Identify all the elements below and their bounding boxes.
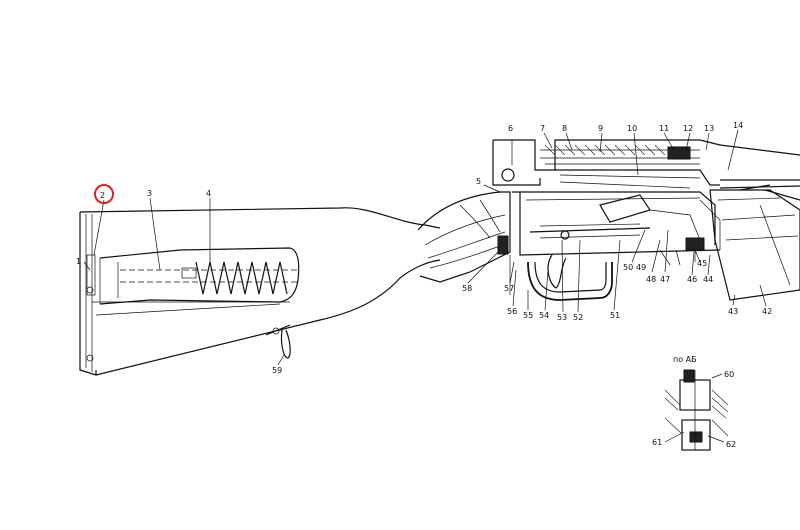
label-9: 9 <box>598 124 603 133</box>
stock-wrist <box>417 191 511 283</box>
label-42: 42 <box>762 307 772 316</box>
label-14: 14 <box>733 121 743 130</box>
label-60: 60 <box>724 370 734 379</box>
label-58: 58 <box>462 284 472 293</box>
label-45: 45 <box>697 259 707 268</box>
label-59: 59 <box>272 366 282 375</box>
receiver <box>492 139 800 250</box>
label-4: 4 <box>206 189 211 198</box>
label-12: 12 <box>683 124 693 133</box>
label-57: 57 <box>504 284 514 293</box>
label-53: 53 <box>557 313 567 322</box>
label-50: 50 <box>623 263 633 272</box>
label-52: 52 <box>573 313 583 322</box>
highlight-circle-part-2 <box>94 184 114 204</box>
trigger-group <box>497 191 721 301</box>
sling-swivel <box>265 324 291 359</box>
label-43: 43 <box>728 307 738 316</box>
magazine <box>709 184 800 301</box>
label-51: 51 <box>610 311 620 320</box>
label-48: 48 <box>646 275 656 284</box>
label-46: 46 <box>687 275 697 284</box>
label-55: 55 <box>523 311 533 320</box>
label-6: 6 <box>508 124 513 133</box>
label-56: 56 <box>507 307 517 316</box>
label-62: 62 <box>726 440 736 449</box>
part-number-labels: 1 2 3 4 5 6 7 8 9 10 11 12 13 14 42 43 4… <box>76 121 772 449</box>
leader-lines <box>83 129 767 443</box>
label-61: 61 <box>652 438 662 447</box>
recoil-spring-recess <box>99 247 300 305</box>
label-10: 10 <box>627 124 637 133</box>
inset-title: по АБ <box>673 355 697 364</box>
label-47: 47 <box>660 275 670 284</box>
label-44: 44 <box>703 275 713 284</box>
label-1: 1 <box>76 257 81 266</box>
label-13: 13 <box>704 124 714 133</box>
label-7: 7 <box>540 124 545 133</box>
label-49: 49 <box>636 263 646 272</box>
inset-detail <box>664 369 729 451</box>
label-11: 11 <box>659 124 669 133</box>
label-3: 3 <box>147 189 152 198</box>
label-54: 54 <box>539 311 549 320</box>
label-8: 8 <box>562 124 567 133</box>
label-2: 2 <box>100 191 105 200</box>
label-5: 5 <box>476 177 481 186</box>
